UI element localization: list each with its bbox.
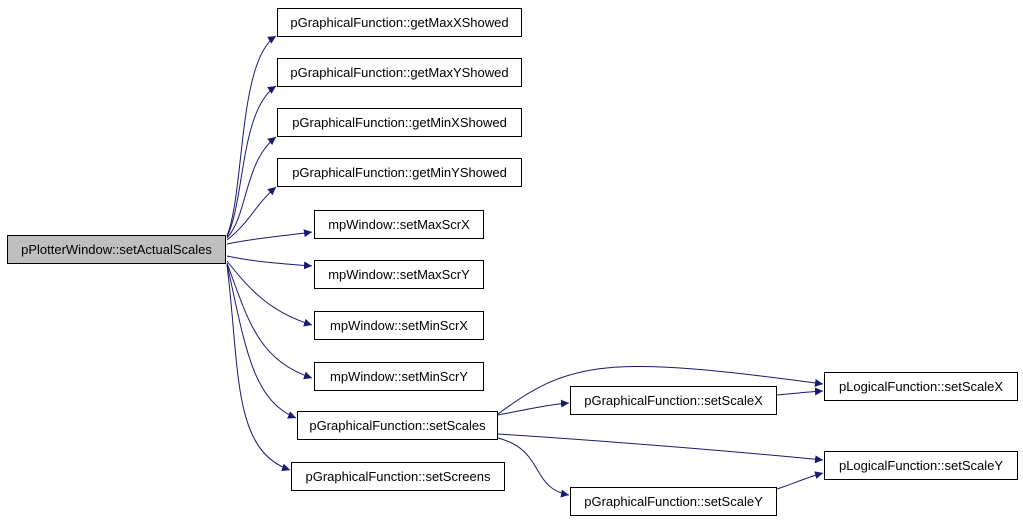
edge-root-to-setscreens [226,264,291,472]
edge-root-to-getminxshowed [226,136,277,239]
edge-root-to-setscales [226,263,297,419]
edge-setscales-to-lfsetscalex [497,366,824,415]
node-graphicalfunction-getmaxyshowed[interactable]: pGraphicalFunction::getMaxYShowed [277,58,522,87]
edge-setscales-to-gfsetscalex [497,399,570,416]
node-logicalfunction-setscalex[interactable]: pLogicalFunction::setScaleX [824,372,1018,401]
edge-root-to-getmaxxshowed [226,35,277,237]
edge-root-to-setminscry [226,262,313,380]
edge-root-to-setmaxscry [226,255,313,270]
node-graphicalfunction-setscales[interactable]: pGraphicalFunction::setScales [297,411,498,440]
node-mpwindow-setmaxscrx[interactable]: mpWindow::setMaxScrX [314,210,484,239]
edge-setscales-to-gfsetscaley [497,437,570,498]
edge-gfsetscalex-to-lfsetscalex [776,387,824,396]
edge-root-to-setminscrx [226,260,313,327]
edge-root-to-getminyshowed [226,186,277,241]
node-graphicalfunction-getmaxxshowed[interactable]: pGraphicalFunction::getMaxXShowed [277,8,522,37]
node-graphicalfunction-setscalex[interactable]: pGraphicalFunction::setScaleX [570,386,777,415]
node-logicalfunction-setscaley[interactable]: pLogicalFunction::setScaleY [824,451,1018,480]
node-graphicalfunction-getminxshowed[interactable]: pGraphicalFunction::getMinXShowed [277,108,522,137]
node-mpwindow-setminscry[interactable]: mpWindow::setMinScrY [314,362,484,391]
node-graphicalfunction-setscreens[interactable]: pGraphicalFunction::setScreens [291,462,505,491]
node-plotterwindow-setactualscales[interactable]: pPlotterWindow::setActualScales [7,235,226,264]
node-graphicalfunction-setscaley[interactable]: pGraphicalFunction::setScaleY [570,487,777,516]
edge-gfsetscaley-to-lfsetscaley [776,471,824,490]
edge-setscales-to-lfsetscaley [497,433,824,464]
edge-root-to-getmaxyshowed [226,85,277,238]
node-graphicalfunction-getminyshowed[interactable]: pGraphicalFunction::getMinYShowed [277,158,522,187]
node-mpwindow-setmaxscry[interactable]: mpWindow::setMaxScrY [314,260,484,289]
edge-root-to-setmaxscrx [226,229,313,245]
node-mpwindow-setminscrx[interactable]: mpWindow::setMinScrX [314,311,484,340]
